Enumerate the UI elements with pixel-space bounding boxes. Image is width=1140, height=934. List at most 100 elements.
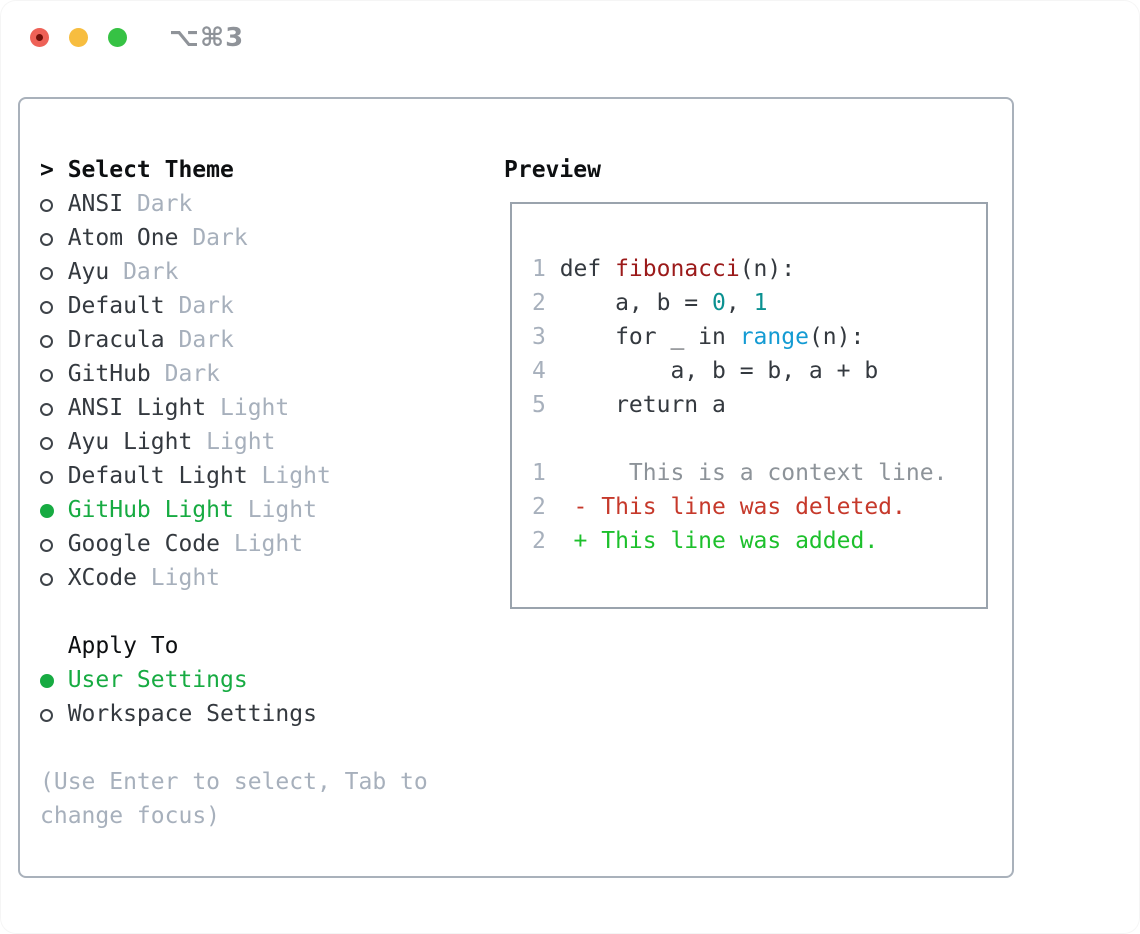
radio-icon [40,187,68,221]
radio-icon [40,357,68,391]
code-line: 3 for _ in range(n): [532,320,966,354]
window-title-shortcut: ⌥⌘3 [169,22,245,53]
radio-icon [40,527,68,561]
theme-name: Ayu [67,259,110,285]
theme-option[interactable]: ANSI Light Light [40,391,428,425]
theme-name: Google Code [67,531,221,557]
code-token: - This line was deleted. [559,494,906,520]
line-number: 3 [532,324,546,350]
code-line [532,422,966,456]
radio-icon [40,425,68,459]
theme-name: Default Light [67,463,248,489]
theme-option[interactable]: Dracula Dark [40,323,428,357]
code-token: 0 [712,290,726,316]
theme-name: Ayu Light [67,429,193,455]
code-line: 2 + This line was added. [532,524,966,558]
code-token: a, b = [559,290,713,316]
theme-variant-label: Dark [164,293,234,319]
code-line: 1 This is a context line. [532,456,966,490]
theme-name: Dracula [67,327,165,353]
theme-option[interactable]: GitHub Light Light [40,493,428,527]
zoom-button[interactable] [108,28,127,47]
radio-selected-icon [40,493,68,527]
line-number: 2 [532,290,546,316]
code-line: 4 a, b = b, a + b [532,354,966,388]
hint-text-line1: (Use Enter to select, Tab to [40,769,428,795]
theme-name: Default [67,293,165,319]
radio-icon [40,221,68,255]
focus-prompt-icon: > [40,157,54,183]
line-number: 5 [532,392,546,418]
theme-option[interactable]: XCode Light [40,561,428,595]
theme-option[interactable]: Default Dark [40,289,428,323]
apply-to-header: Apply To [67,633,179,659]
code-token: def [559,256,616,282]
theme-name: XCode [67,565,137,591]
apply-to-option[interactable]: User Settings [40,663,428,697]
line-number: 1 [532,256,546,282]
code-token: a, b = b, a + b [559,358,879,384]
theme-name: Atom One [67,225,179,251]
code-token: for _ in [559,324,740,350]
hint-text-line2: change focus) [40,803,221,829]
code-token: fibonacci [615,256,740,282]
apply-to-option-label: User Settings [67,667,248,693]
theme-variant-label: Dark [123,191,193,217]
recording-dot-icon [36,34,43,41]
code-token: This is a context line. [559,460,948,486]
select-theme-header: Select Theme [67,157,234,183]
code-token: (n): [739,256,796,282]
line-number: 4 [532,358,546,384]
code-token: (n): [808,324,865,350]
radio-icon [40,391,68,425]
code-line: 2 - This line was deleted. [532,490,966,524]
theme-option[interactable]: Ayu Dark [40,255,428,289]
theme-variant-label: Dark [109,259,179,285]
theme-variant-label: Dark [164,327,234,353]
minimize-button[interactable] [69,28,88,47]
apply-to-option[interactable]: Workspace Settings [40,697,428,731]
code-line: 5 return a [532,388,966,422]
titlebar: ⌥⌘3 [0,0,1140,75]
code-token: + This line was added. [559,528,879,554]
line-number: 2 [532,528,546,554]
radio-icon [40,323,68,357]
theme-variant-label: Dark [178,225,248,251]
theme-variant-label: Light [220,531,304,557]
theme-variant-label: Dark [150,361,221,387]
theme-variant-label: Light [136,565,221,591]
theme-option[interactable]: Default Light Light [40,459,428,493]
select-theme-header-row: > Select Theme [40,153,428,187]
radio-icon [40,697,68,731]
radio-icon [40,255,68,289]
theme-option[interactable]: Atom One Dark [40,221,428,255]
line-number: 2 [532,494,546,520]
spacer [40,595,428,629]
theme-option[interactable]: Ayu Light Light [40,425,428,459]
theme-option[interactable]: Google Code Light [40,527,428,561]
theme-option[interactable]: ANSI Dark [40,187,428,221]
code-token: range [739,324,809,350]
radio-selected-icon [40,663,68,697]
theme-variant-label: Light [233,497,317,523]
line-number: 1 [532,460,546,486]
code-token: , [725,290,754,316]
code-token: return a [559,392,726,418]
radio-icon [40,459,68,493]
spacer [40,731,428,765]
theme-variant-label: Light [192,429,276,455]
theme-name: GitHub Light [67,497,234,523]
radio-icon [40,561,68,595]
preview-header: Preview [504,157,601,183]
theme-variant-label: Light [206,395,290,421]
theme-variant-label: Light [247,463,331,489]
theme-option[interactable]: GitHub Dark [40,357,428,391]
apply-to-option-label: Workspace Settings [67,701,317,727]
close-button[interactable] [30,28,49,47]
theme-name: ANSI [67,191,124,217]
